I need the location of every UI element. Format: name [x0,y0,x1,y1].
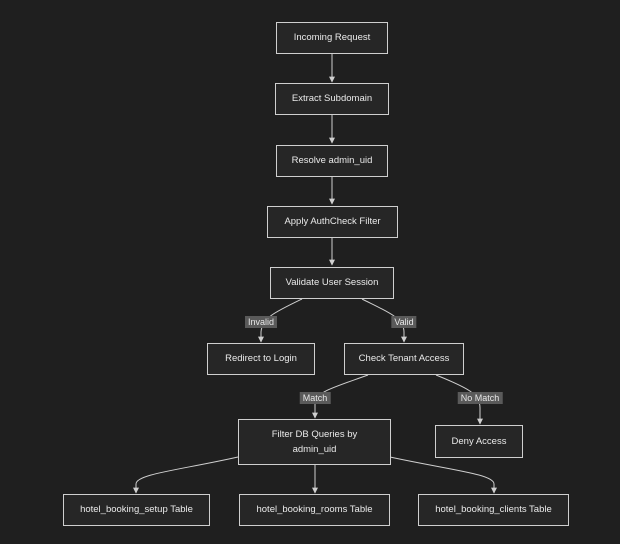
edge-filter-to-setup [133,456,239,494]
node-deny-access: Deny Access [435,425,523,458]
edge-label-invalid: Invalid [244,316,278,328]
node-redirect-to-login: Redirect to Login [207,343,315,375]
node-apply-authcheck-filter: Apply AuthCheck Filter [267,206,398,238]
node-hotel-booking-rooms-table: hotel_booking_rooms Table [239,494,390,526]
edge-label-valid: Valid [391,316,417,328]
node-extract-subdomain: Extract Subdomain [275,83,389,115]
node-hotel-booking-setup-table: hotel_booking_setup Table [63,494,210,526]
node-resolve-admin-uid: Resolve admin_uid [276,145,388,177]
node-hotel-booking-clients-table: hotel_booking_clients Table [418,494,569,526]
node-validate-user-session: Validate User Session [270,267,394,299]
node-filter-db-queries: Filter DB Queries by admin_uid [238,419,391,465]
edge-filter-to-clients [389,456,497,494]
node-check-tenant-access: Check Tenant Access [344,343,464,375]
edge-label-no-match: No Match [457,392,503,404]
edge-label-match: Match [299,392,331,404]
node-incoming-request: Incoming Request [276,22,388,54]
